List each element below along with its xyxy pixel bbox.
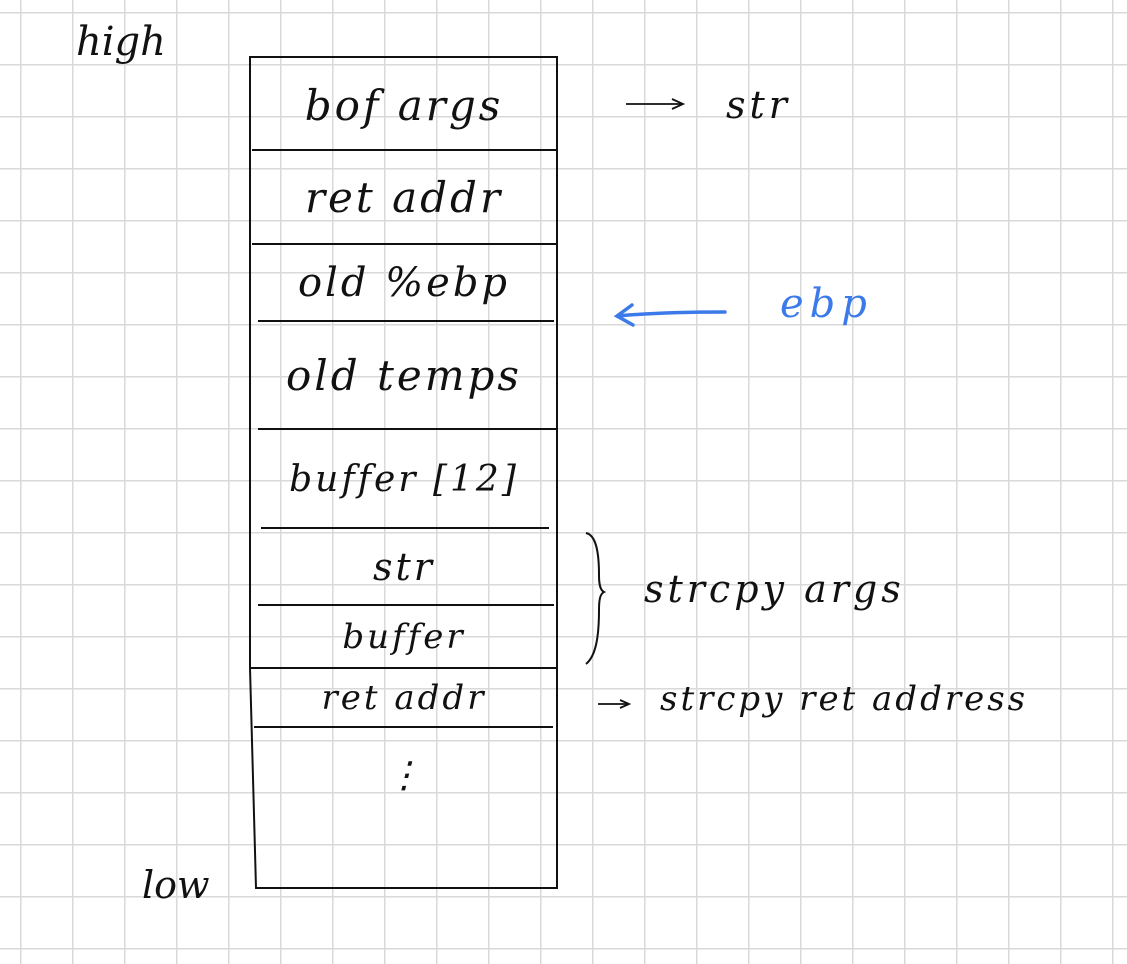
arrow-right-icon <box>626 98 686 110</box>
arrow-right-icon <box>598 699 632 709</box>
ebp-pointer-label: ebp <box>780 281 873 327</box>
curly-brace-icon <box>585 532 607 665</box>
stack-cell-old-ebp: old %ebp <box>297 260 511 306</box>
stack-cell-bof-args: bof args <box>304 80 504 130</box>
strcpy-ret-address-label: strcpy ret address <box>660 679 1029 719</box>
stack-cell-buffer: buffer <box>342 617 466 657</box>
high-label: high <box>76 19 166 65</box>
stack-outline <box>249 56 558 889</box>
strcpy-args-label: strcpy args <box>644 567 905 611</box>
low-label: low <box>142 863 210 907</box>
stack-cell-str: str <box>373 545 435 589</box>
stack-cell-buffer-12: buffer [12] <box>289 458 519 500</box>
stack-cell-ret-addr: ret addr <box>304 173 504 222</box>
stack-cell-strcpy-ret-addr: ret addr <box>321 678 487 718</box>
ebp-arrow-icon <box>613 303 727 327</box>
stack-cell-old-temps: old temps <box>286 351 522 400</box>
bof-args-note: str <box>726 83 791 127</box>
stack-cell-ellipsis: ⋮ <box>386 754 422 796</box>
